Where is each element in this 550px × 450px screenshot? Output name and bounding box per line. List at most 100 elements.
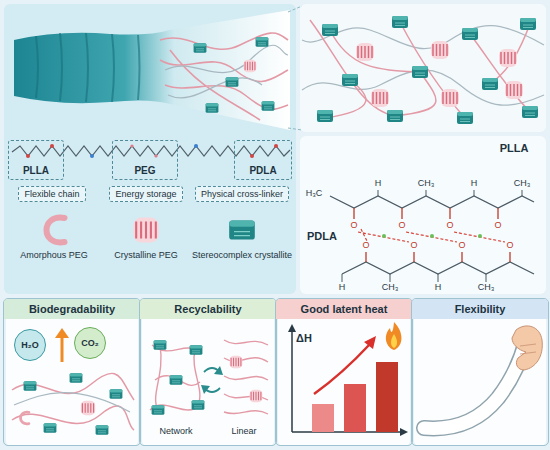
network-zoom [457,112,473,124]
network-zoom [356,43,374,61]
block-label-box: PLLA [8,140,64,180]
atom-label: O [506,241,513,251]
node-text: Flexible chain [24,189,79,199]
latent-heat-chart [344,384,366,432]
ribbon [206,103,219,113]
panel-grounds [278,298,410,446]
network-zoom [482,78,498,90]
ribbon [165,45,288,98]
copolymer-chain [50,144,54,148]
copolymer-chain [90,154,94,158]
property-panel: Good latent heat [275,298,413,446]
chain-name: PDLA [307,230,337,242]
atom-label: H [375,179,382,189]
ribbon [256,37,269,47]
ribbon [14,10,290,130]
network-zoom [387,110,403,122]
atom-label: O [410,241,417,251]
atom-label: O [446,221,453,231]
flexible-strip [424,326,542,428]
atom-label: H [339,283,346,293]
stereocomplex-structure [358,229,505,242]
chain-name: PLLA [500,142,529,154]
atom-label: H [435,283,442,293]
recycling-icon [250,390,263,403]
copolymer-chain [250,154,254,158]
legend-text: Stereocomplex crystallite [192,250,292,260]
biodegradation-icon [55,328,69,338]
latent-heat-chart [376,362,398,432]
legend-text: Amorphous PEG [20,250,88,260]
atom-label: O [362,241,369,251]
copolymer-chain [12,144,290,158]
ribbon [244,60,257,73]
node-text: PDLA [249,165,276,176]
biodegradation-icon [61,334,64,362]
stereocomplex-structure [382,234,386,238]
stereocomplex-structure [366,252,510,262]
state-label: Linear [231,427,256,437]
latent-heat-chart [400,428,408,436]
network-zoom [499,49,517,67]
node-text: CO₂ [81,338,99,348]
role-tag: Flexible chain [18,186,85,202]
atom-label: CH₃ [418,179,435,189]
latent-heat-chart [391,334,397,348]
copolymer-chain [154,154,157,157]
node-text: PEG [134,165,155,176]
network-zoom [462,28,478,40]
legend-icons [47,217,255,242]
legend-icons [229,220,255,239]
recycling-icon [224,340,268,414]
legend-icons [133,217,158,242]
recycling-icon [154,340,167,350]
role-tag: Energy storage [109,186,182,202]
node-text: Energy storage [115,189,176,199]
flexible-strip [520,344,536,354]
panel-grounds [300,4,546,132]
recycling-icon [192,400,205,410]
latent-heat-chart [288,324,296,332]
block-label-box: PEG [112,140,178,180]
network-zoom [522,106,538,118]
network-zoom [325,24,530,118]
network-zoom [371,89,389,107]
ribbon [160,33,288,120]
biodegradation-icon [12,373,134,430]
recycling-icon [170,375,183,385]
flexible-strip [424,340,526,428]
legend-icons [47,218,65,243]
stereocomplex-structure [330,190,534,282]
ribbon [14,10,290,130]
biodegradation-icon [21,412,29,424]
network-zoom [441,89,459,107]
panel-heading: Recyclability [140,299,276,319]
panel-grounds [4,4,546,446]
zoom-lines [288,6,302,130]
network-zoom [342,74,358,86]
atom-label: CH₃ [382,283,399,293]
recycling-icon [150,340,268,415]
network-zoom [317,110,333,122]
biodegradation-icon [81,401,95,415]
axis-label: ΔH [296,332,312,344]
atom-label: CH₃ [478,283,495,293]
latent-heat-chart [288,322,408,436]
atom-label: H₃C [306,189,323,199]
ribbon [36,33,140,102]
panel-grounds [142,298,274,446]
network-zoom [431,41,449,59]
stereocomplex-structure [378,190,522,196]
block-label-box: PDLA [234,140,292,180]
network-zoom [520,18,536,30]
panel-grounds [414,298,546,446]
flexible-strip [512,326,542,370]
node-text: H₂O [21,340,39,350]
latent-heat-chart [364,336,376,349]
copolymer-chain [194,144,198,148]
panel-heading: Good latent heat [276,299,412,319]
copolymer-chain [26,154,30,158]
copolymer-chain [274,144,278,148]
network-zoom [505,81,523,99]
